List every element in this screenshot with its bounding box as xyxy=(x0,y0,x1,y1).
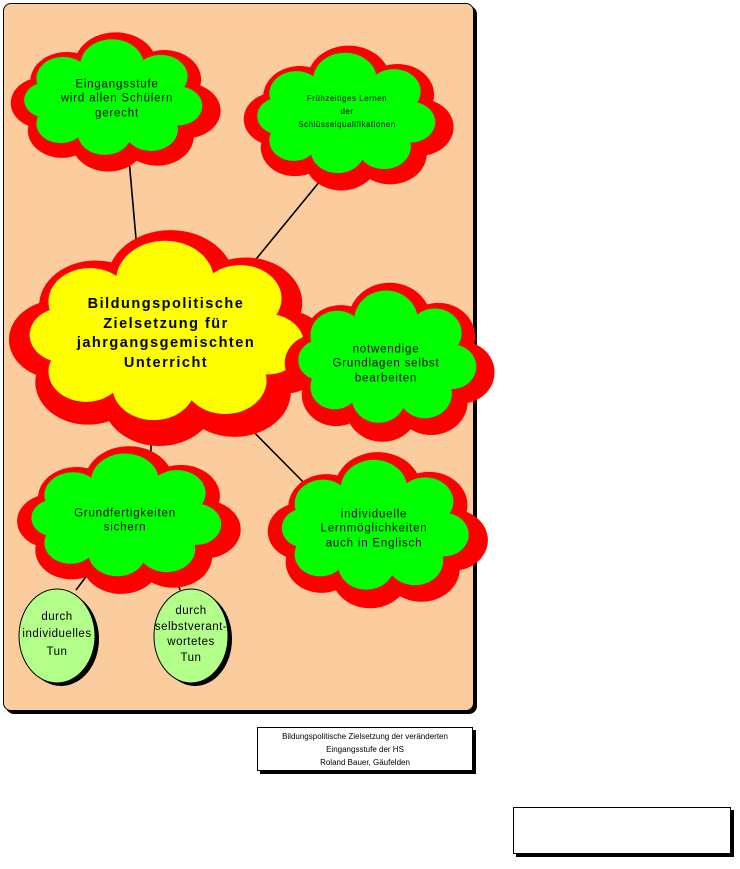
label-center: Bildungspolitische Zielsetzung für jahrg… xyxy=(76,295,256,371)
caption-line: Eingangsstufe der HS xyxy=(326,745,404,754)
oval-selbstverantwortetes-tun xyxy=(153,588,232,686)
label-individuelles-tun: durch individuelles Tun xyxy=(22,611,92,658)
label-grundlagen: notwendige Grundlagen selbst bearbeiten xyxy=(332,343,440,385)
empty-text-box xyxy=(513,807,731,854)
label-eingangsstufe: Eingangsstufe wird allen Schülern gerech… xyxy=(60,78,174,120)
label-selbstverantwortetes-tun: durch selbstverant- wortetes Tun xyxy=(154,604,228,664)
caption-line: Bildungspolitische Zielsetzung der verän… xyxy=(282,732,448,741)
label-grundfertigkeiten: Grundfertigkeiten sichern xyxy=(74,507,176,534)
caption-line: Roland Bauer, Gäufelden xyxy=(320,758,410,767)
label-lernmoeglichkeiten: individuelle Lernmöglichkeiten auch in E… xyxy=(320,508,428,550)
label-fruehzeitiges: Frühzeitiges Lernen der Schlüsselqualifi… xyxy=(298,93,396,129)
caption-box: Bildungspolitische Zielsetzung der verän… xyxy=(257,727,473,771)
oval-individuelles-tun xyxy=(18,588,99,686)
